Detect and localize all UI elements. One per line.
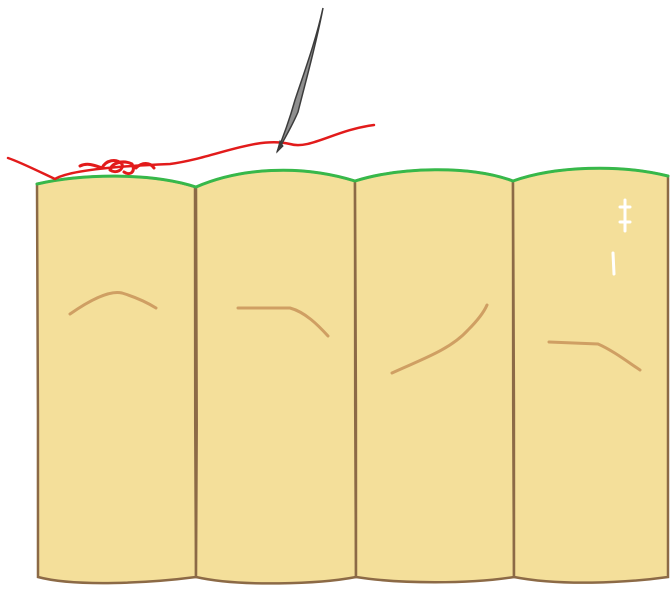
cell-4 (513, 168, 668, 582)
surgical-needle-icon (277, 8, 323, 152)
cell-2-body (196, 170, 356, 583)
suture-thread-icon (8, 125, 374, 179)
cell-4-body (513, 168, 668, 582)
cell-1-body (37, 176, 196, 583)
cell-3-body (355, 170, 514, 583)
cell-row (37, 168, 668, 583)
cell-3 (355, 170, 514, 583)
cell-2 (196, 170, 356, 583)
cell-1 (37, 176, 196, 583)
